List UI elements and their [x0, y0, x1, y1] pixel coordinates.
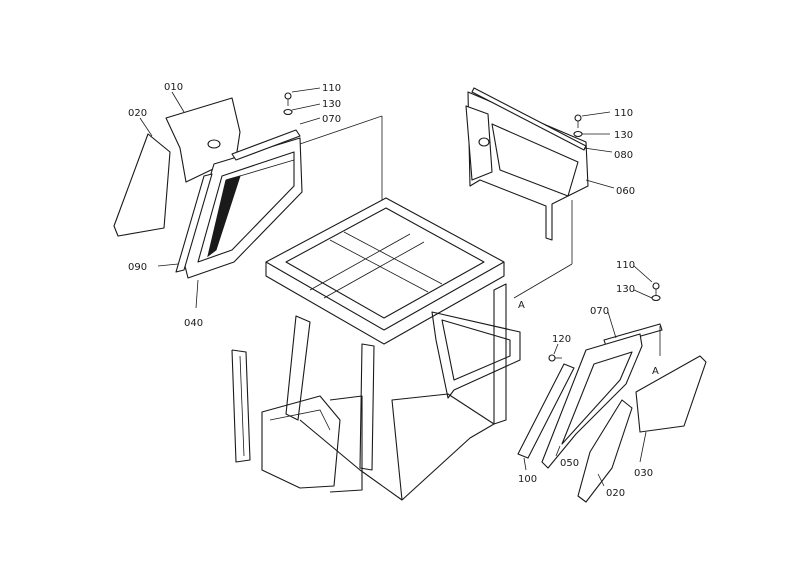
part-010-hole: [207, 139, 221, 149]
bolt-110-top-right: [574, 114, 582, 128]
cab-door: [391, 393, 495, 501]
part-040-trim: [207, 175, 241, 258]
leader-lines: [139, 87, 653, 487]
part-020-right-side-cover: [577, 399, 633, 503]
top-right-parts-group: [465, 87, 589, 241]
callout-080: 080: [614, 150, 633, 161]
part-030-side-cover: [635, 355, 707, 433]
callout-100: 100: [518, 474, 537, 485]
cab-side-window: [431, 311, 521, 399]
cab-rear-pillar: [493, 283, 507, 425]
callout-110-left: 110: [322, 83, 341, 94]
part-020-left-side-cover: [113, 133, 171, 237]
washer-130-right: [651, 294, 661, 302]
part-100-seal-strip: [517, 363, 575, 459]
part-050-inner-frame: [561, 351, 633, 445]
callout-060: 060: [616, 186, 635, 197]
part-060-hole: [478, 137, 490, 147]
cab-roof-inner: [285, 207, 485, 319]
callout-110-top-right: 110: [614, 108, 633, 119]
callout-010: 010: [164, 82, 183, 93]
callout-030: 030: [634, 468, 653, 479]
right-parts-group: [517, 282, 707, 503]
callout-120: 120: [552, 334, 571, 345]
washer-130-left: [283, 108, 293, 116]
part-050-frame-panel: [541, 333, 643, 469]
callout-050: 050: [560, 458, 579, 469]
left-parts-group: [113, 92, 303, 279]
part-070-strip-left: [231, 129, 301, 161]
cab-floor-section: [261, 395, 341, 489]
callout-070-left: 070: [322, 114, 341, 125]
bolt-120: [548, 354, 562, 362]
cab-frame: [231, 197, 521, 501]
cab-left-rail: [231, 349, 251, 463]
callout-090: 090: [128, 262, 147, 273]
cab-front-pillar-right: [359, 343, 375, 471]
part-080-top-strip: [471, 87, 587, 151]
callout-130-top-right: 130: [614, 130, 633, 141]
callout-020-left: 020: [128, 108, 147, 119]
washer-130-top-right: [573, 130, 583, 138]
callout-110-right: 110: [616, 260, 635, 271]
part-060-rear-panel: [467, 91, 589, 241]
cab-front-pillar-left: [285, 315, 311, 421]
callout-040: 040: [184, 318, 203, 329]
bolt-110-right: [652, 282, 660, 296]
callout-070-right: 070: [590, 306, 609, 317]
bolt-110-left: [284, 92, 292, 106]
callout-020-right: 020: [606, 488, 625, 499]
callout-labels: 010 020 110 130 070 090 040 110 130 080 …: [128, 82, 659, 499]
part-060-window-opening: [491, 123, 579, 197]
part-090-seal-strip: [175, 173, 213, 273]
marker-a-2: A: [652, 366, 659, 377]
callout-130-right: 130: [616, 284, 635, 295]
callout-130-left: 130: [322, 99, 341, 110]
part-040-inner-frame: [197, 151, 295, 263]
marker-a-1: A: [518, 300, 525, 311]
